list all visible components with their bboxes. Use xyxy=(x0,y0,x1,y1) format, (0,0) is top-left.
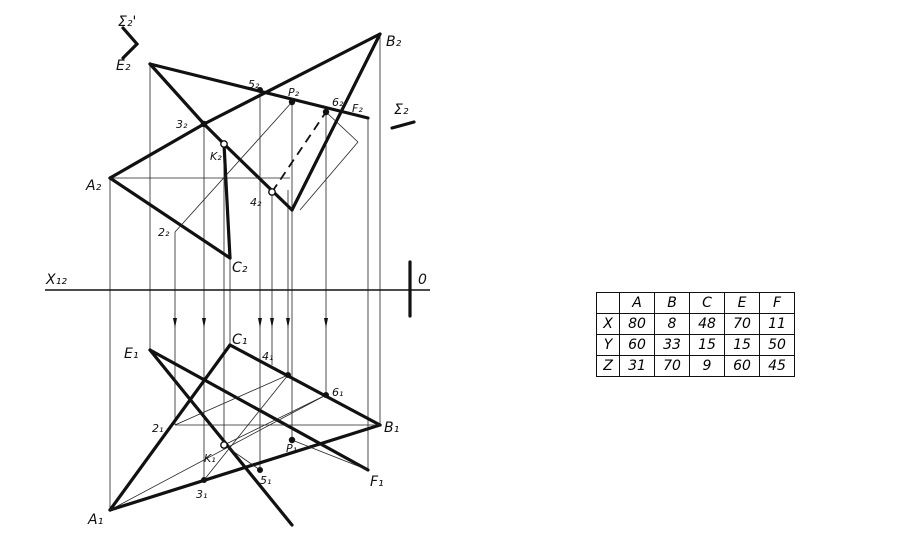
table-cell: B xyxy=(654,292,690,314)
label-2-1: 2₁ xyxy=(152,422,163,435)
label-4-1: 4₁ xyxy=(262,350,273,363)
table-row: Z 31 70 9 60 45 xyxy=(596,355,795,377)
label-4-2: 4₂ xyxy=(250,196,262,209)
label-5-1: 5₁ xyxy=(260,474,271,487)
label-sigma2: Σ₂ xyxy=(394,102,409,118)
table-cell: 9 xyxy=(689,355,725,377)
label-F1: F₁ xyxy=(370,474,384,490)
label-P1: P₁ xyxy=(286,442,297,455)
table-cell: E xyxy=(724,292,760,314)
label-sigma2-prime: Σ₂' xyxy=(118,14,136,30)
table-cell xyxy=(596,292,620,314)
table-cell: F xyxy=(759,292,795,314)
table-cell: A xyxy=(619,292,655,314)
point-labels: Σ₂' B₂ E₂ 5₂ P₂ 6₂ F₂ Σ₂ 3₂ K₂ A₂ 4₂ 2₂ … xyxy=(45,14,427,528)
label-6-1: 6₁ xyxy=(332,386,343,399)
frontal-projection xyxy=(108,26,416,260)
table-row: X 80 8 48 70 11 xyxy=(596,313,795,335)
table-cell: 15 xyxy=(724,334,760,356)
table-cell: 31 xyxy=(619,355,655,377)
label-F2: F₂ xyxy=(352,102,363,115)
table-cell: 15 xyxy=(689,334,725,356)
table-cell: X xyxy=(596,313,620,335)
table-cell: 11 xyxy=(759,313,795,335)
table-cell: 70 xyxy=(724,313,760,335)
table-cell: 48 xyxy=(689,313,725,335)
label-origin: 0 xyxy=(418,272,427,288)
table-cell: Z xyxy=(596,355,620,377)
table-cell: 60 xyxy=(619,334,655,356)
label-6-2: 6₂ xyxy=(332,96,344,109)
label-3-2: 3₂ xyxy=(176,118,188,131)
label-2-2: 2₂ xyxy=(158,226,170,239)
table-cell: Y xyxy=(596,334,620,356)
label-3-1: 3₁ xyxy=(196,488,207,501)
table-cell: 33 xyxy=(654,334,690,356)
label-K1: K₁ xyxy=(204,452,216,465)
label-A2: A₂ xyxy=(85,178,102,194)
table-cell: 60 xyxy=(724,355,760,377)
table-cell: 45 xyxy=(759,355,795,377)
horizontal-projection xyxy=(108,343,382,527)
table-cell: 80 xyxy=(619,313,655,335)
projection-link-lines xyxy=(109,34,381,510)
label-B1: B₁ xyxy=(384,420,399,436)
label-K2: K₂ xyxy=(210,150,222,163)
table-cell: C xyxy=(689,292,725,314)
x12-axis xyxy=(45,260,430,318)
table-header-row: A B C E F xyxy=(596,292,795,314)
table-cell: 8 xyxy=(654,313,690,335)
label-E1: E₁ xyxy=(124,346,138,362)
label-C2: C₂ xyxy=(232,260,248,276)
label-B2: B₂ xyxy=(386,34,402,50)
projection-arrows xyxy=(173,318,328,328)
label-5-2: 5₂ xyxy=(248,78,260,91)
label-A1: A₁ xyxy=(87,512,103,528)
table-cell: 50 xyxy=(759,334,795,356)
coordinates-table: A B C E F X 80 8 48 70 11 Y 60 33 15 15 … xyxy=(596,292,795,377)
table-cell: 70 xyxy=(654,355,690,377)
label-P2: P₂ xyxy=(288,86,300,99)
label-C1: C₁ xyxy=(232,332,247,348)
label-E2: E₂ xyxy=(116,58,131,74)
table-row: Y 60 33 15 15 50 xyxy=(596,334,795,356)
label-x12: X₁₂ xyxy=(45,272,67,288)
